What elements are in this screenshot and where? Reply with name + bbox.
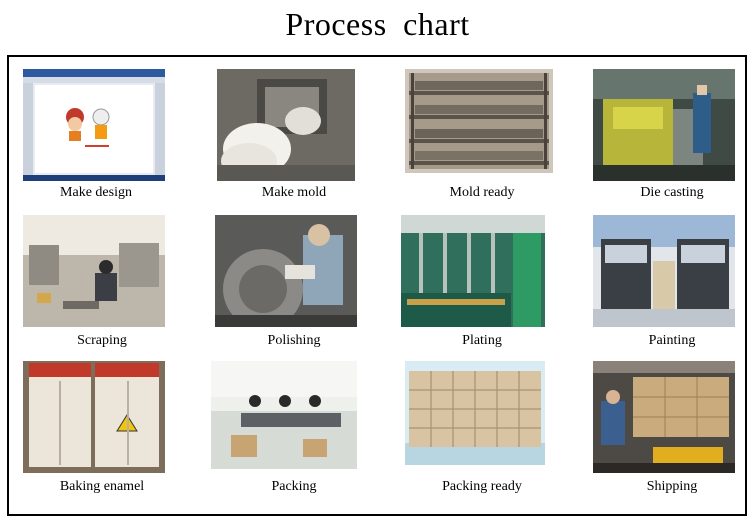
step-label: Make design	[60, 185, 132, 200]
packing-workers-photo	[211, 361, 357, 469]
step-scraping: Scraping	[17, 211, 187, 351]
step-label: Scraping	[77, 333, 127, 348]
mold-making-photo	[217, 69, 355, 181]
step-make-mold: Make mold	[209, 65, 379, 205]
step-label: Polishing	[267, 333, 321, 348]
step-label: Die casting	[640, 185, 704, 200]
design-software-photo	[23, 69, 165, 181]
step-packing: Packing	[209, 357, 379, 497]
step-die-casting: Die casting	[587, 65, 755, 205]
painting-machines-photo	[593, 215, 735, 327]
baking-ovens-photo	[23, 361, 165, 473]
step-label: Plating	[462, 333, 502, 348]
step-make-design: Make design	[17, 65, 187, 205]
step-painting: Painting	[587, 211, 755, 351]
plating-line-photo	[401, 215, 545, 327]
scraping-workshop-photo	[23, 215, 165, 327]
step-label: Shipping	[646, 479, 698, 494]
step-label: Make mold	[261, 185, 327, 200]
step-packing-ready: Packing ready	[397, 357, 567, 497]
container-loading-photo	[593, 361, 735, 473]
step-label: Mold ready	[449, 185, 515, 200]
mold-rack-photo	[405, 69, 553, 173]
step-polishing: Polishing	[209, 211, 379, 351]
polishing-worker-photo	[215, 215, 357, 327]
step-shipping: Shipping	[587, 357, 755, 497]
step-plating: Plating	[397, 211, 567, 351]
step-label: Baking enamel	[59, 479, 145, 494]
step-label: Packing ready	[442, 479, 522, 494]
step-label: Painting	[648, 333, 696, 348]
step-label: Packing	[271, 479, 317, 494]
page-title: Process chart	[285, 6, 470, 42]
step-mold-ready: Mold ready	[397, 65, 567, 205]
step-baking-enamel: Baking enamel	[17, 357, 187, 497]
stacked-boxes-photo	[405, 361, 545, 465]
process-grid: Make design Make mold	[7, 55, 747, 516]
die-casting-machine-photo	[593, 69, 735, 181]
